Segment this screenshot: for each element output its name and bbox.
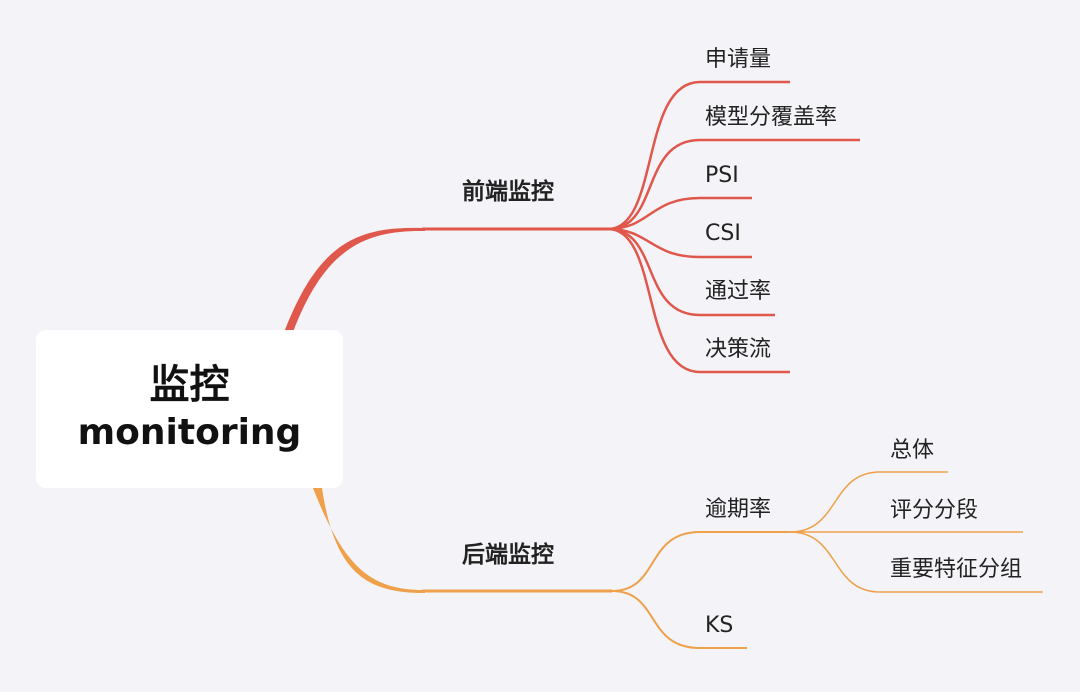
root-node[interactable]: 监控 monitoring bbox=[36, 330, 343, 488]
branch-frontend[interactable]: 前端监控 bbox=[462, 179, 554, 205]
connector-tongguolv bbox=[607, 227, 775, 317]
node-tongguolv[interactable]: 通过率 bbox=[705, 279, 772, 304]
root-subtitle: monitoring bbox=[77, 412, 302, 453]
node-shenqingliang[interactable]: 申请量 bbox=[705, 47, 772, 72]
connector-root-backend bbox=[313, 488, 425, 593]
node-fugailv[interactable]: 模型分覆盖率 bbox=[705, 105, 838, 130]
connector-ks bbox=[611, 590, 747, 649]
connector-psi bbox=[607, 196, 752, 231]
node-juecheliu[interactable]: 决策流 bbox=[705, 337, 772, 362]
root-title: 监控 bbox=[149, 362, 230, 408]
connector-fugailv bbox=[607, 138, 860, 231]
node-csi[interactable]: CSI bbox=[705, 221, 741, 246]
node-pingfenfenduan[interactable]: 评分分段 bbox=[890, 498, 979, 523]
connector-shenqingliang bbox=[607, 80, 790, 231]
connector-root-frontend bbox=[285, 227, 425, 332]
connector-yuqilv bbox=[611, 531, 790, 592]
branch-backend[interactable]: 后端监控 bbox=[462, 542, 554, 568]
node-psi[interactable]: PSI bbox=[705, 163, 739, 188]
node-ks[interactable]: KS bbox=[705, 613, 734, 638]
node-zhongyaotezheng[interactable]: 重要特征分组 bbox=[890, 557, 1023, 582]
node-yuqilv[interactable]: 逾期率 bbox=[705, 497, 772, 522]
connector-zhongyaotezheng bbox=[789, 531, 1043, 593]
node-zongti[interactable]: 总体 bbox=[890, 438, 935, 463]
connector-juecheliu bbox=[607, 227, 790, 374]
connector-zongti bbox=[789, 471, 948, 533]
